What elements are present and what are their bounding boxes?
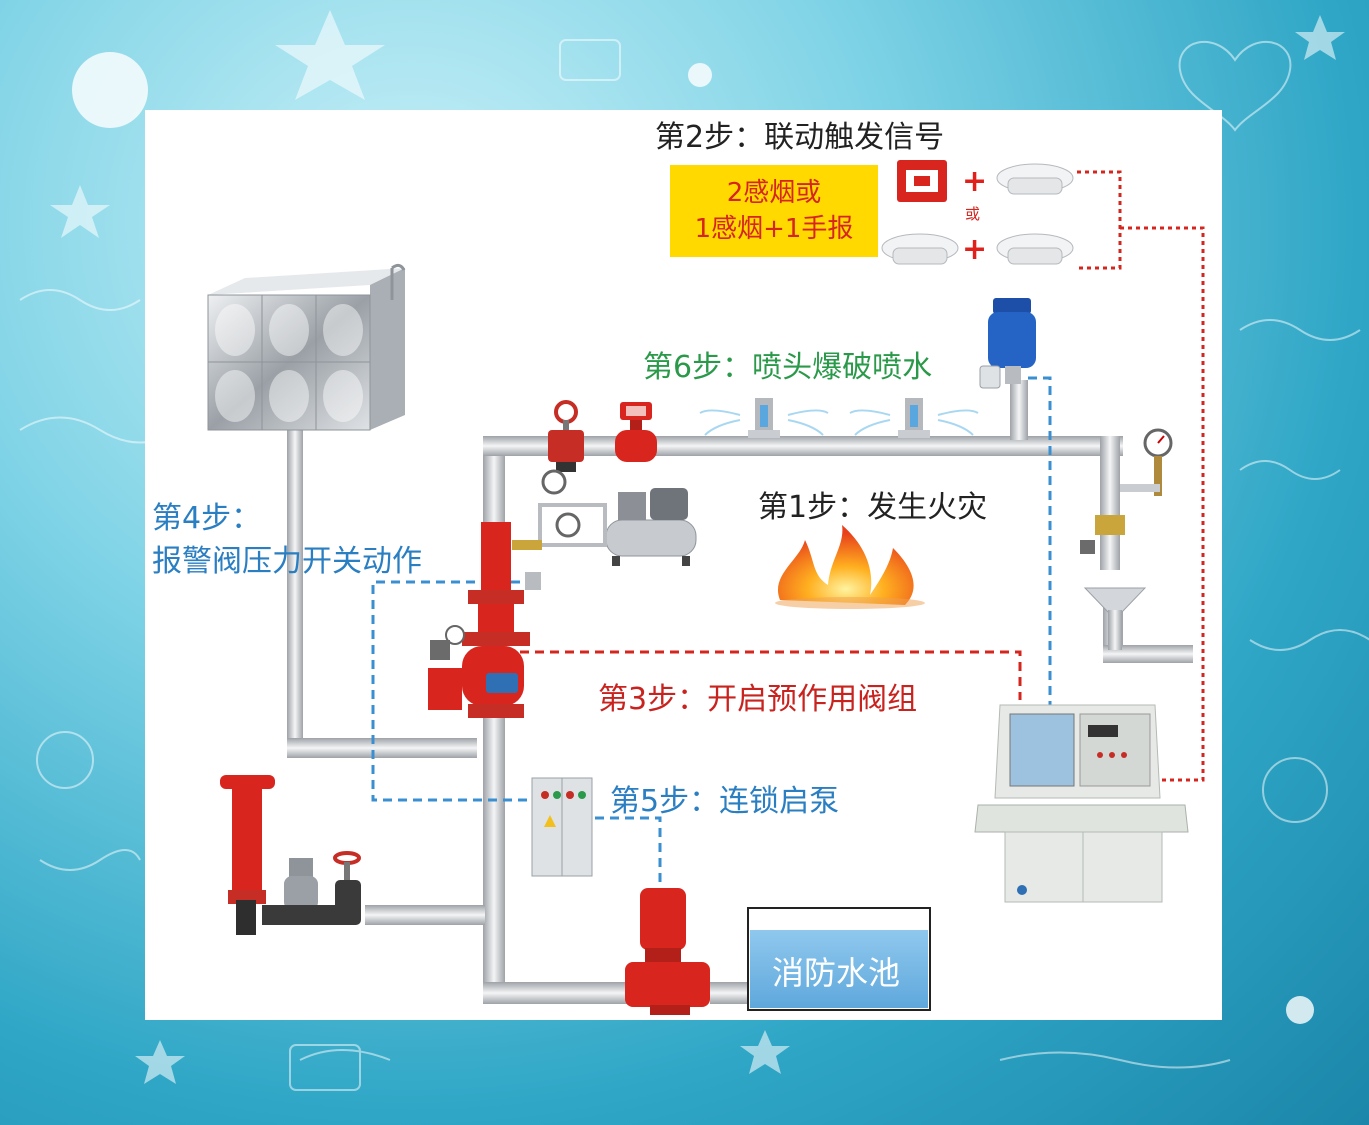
exhaust-valve-icon — [979, 298, 1036, 389]
air-compressor-icon — [605, 488, 697, 566]
step3-label: 第3步：开启预作用阀组 — [598, 682, 918, 717]
step6-label: 第6步：喷头爆破喷水 — [643, 350, 933, 385]
pressure-reducing-valve-icon — [262, 858, 342, 925]
star-icon — [740, 1030, 790, 1074]
control-cabinet-icon — [531, 777, 593, 877]
manual-call-point-icon — [897, 160, 947, 202]
red-signal-line-detectors — [1077, 170, 1205, 782]
fire-pool-tank — [747, 907, 931, 1011]
star-icon — [275, 10, 385, 100]
star-icon — [1295, 15, 1345, 60]
star-icon — [135, 1040, 185, 1084]
gate-valve-icon — [548, 400, 584, 472]
plus-sign: + — [962, 232, 988, 267]
drain-funnel-icon — [1083, 587, 1147, 650]
smoke-detector-icon — [996, 233, 1074, 265]
water-tank-icon — [207, 263, 406, 431]
red-signal-line-valve — [520, 650, 1022, 700]
gate-valve-icon — [333, 851, 361, 925]
check-valve-icon — [615, 402, 657, 462]
blue-signal-line-exhaust — [1028, 376, 1052, 705]
fire-alarm-console-icon — [974, 704, 1189, 903]
blue-signal-line-pressure-switch — [371, 580, 535, 802]
drain-valve-icon — [1080, 505, 1125, 570]
pressure-gauge-icon — [512, 469, 607, 550]
smoke-detector-icon — [996, 163, 1074, 195]
signal-lines — [371, 170, 1205, 890]
plus-sign: + — [962, 164, 988, 199]
condition-line-1: 2感烟或 — [726, 178, 822, 208]
fire-hydrant-icon — [220, 775, 275, 935]
smoke-detector-icon — [881, 233, 959, 265]
step5-label: 第5步：连锁启泵 — [610, 784, 840, 819]
step4-label-line1: 第4步： — [152, 501, 262, 536]
step2-label: 第2步：联动触发信号 — [655, 120, 945, 155]
fire-pool-label: 消防水池 — [772, 954, 901, 992]
deluge-valve-icon — [428, 522, 541, 718]
step4-label-line2: 报警阀压力开关动作 — [152, 544, 422, 579]
or-label: 或 — [965, 205, 981, 223]
pressure-gauge-icon — [1120, 428, 1173, 496]
fire-flame-icon — [775, 525, 925, 609]
blue-signal-line-pump — [595, 816, 662, 890]
sprinkler-head-icon — [699, 398, 829, 438]
fire-pump-icon — [625, 888, 710, 1015]
sprinkler-head-icon — [849, 398, 979, 438]
condition-line-2: 1感烟+1手报 — [694, 214, 854, 244]
step1-label: 第1步：发生火灾 — [758, 490, 988, 525]
star-icon — [50, 185, 110, 238]
trigger-condition-box: 2感烟或 1感烟+1手报 — [670, 165, 878, 257]
